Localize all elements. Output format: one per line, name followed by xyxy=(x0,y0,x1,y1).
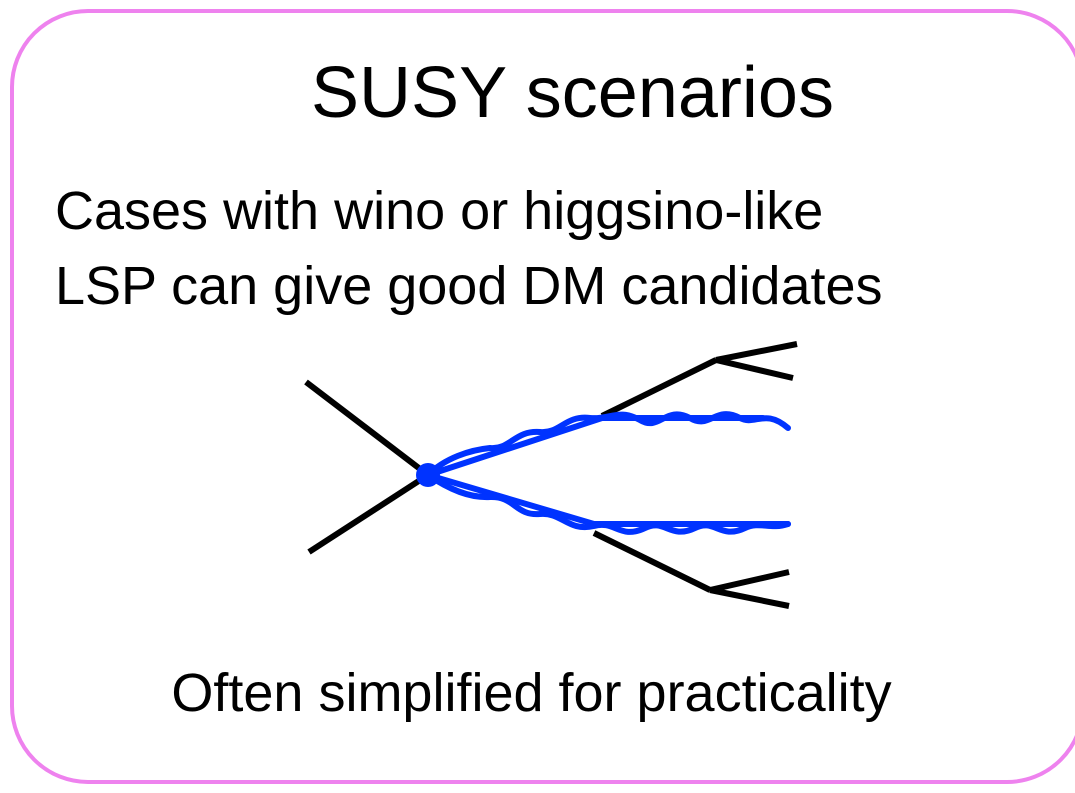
incoming-line-lower xyxy=(307,472,430,555)
decay-line-lower xyxy=(592,530,712,593)
final-state-fork-lower xyxy=(709,569,790,609)
footer-text: Often simplified for practicality xyxy=(171,663,892,723)
sparticle-line-lower xyxy=(425,472,791,535)
body-text-line-1: Cases with wino or higgsino-like xyxy=(55,181,824,241)
final-state-fork-upper xyxy=(715,341,798,381)
incoming-line-upper xyxy=(304,379,430,478)
interaction-vertex xyxy=(416,463,440,487)
sparticle-line-upper xyxy=(425,411,791,478)
rounded-frame xyxy=(10,9,1075,784)
decay-line-upper xyxy=(600,357,718,419)
body-text-line-2: LSP can give good DM candidates xyxy=(55,256,883,316)
slide-title: SUSY scenarios xyxy=(311,53,834,133)
